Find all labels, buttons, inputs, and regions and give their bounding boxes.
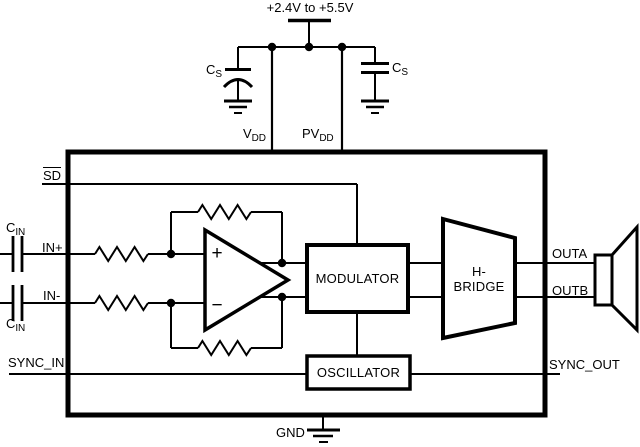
in-plus-pin-label: IN+ [42, 240, 63, 255]
opamp-plus-input-label: + [211, 242, 223, 264]
outb-pin-label: OUTB [552, 283, 589, 298]
oscillator-block [305, 354, 412, 391]
power-supply-rail [238, 18, 375, 155]
ground-symbol-left [224, 99, 252, 114]
modulator-block [305, 243, 410, 314]
feedback-resistor-bottom [197, 339, 252, 357]
bypass-cap-left-symbol [222, 47, 254, 100]
sd-pin-label: SD [43, 167, 62, 183]
bypass-cap-right-symbol [361, 47, 389, 100]
input-resistor-minus [94, 294, 149, 312]
gnd-pin-label: GND [276, 425, 305, 440]
opamp-symbol [203, 226, 292, 334]
in-minus-pin-label: IN- [43, 288, 61, 303]
sync-out-pin-label: SYNC_OUT [549, 357, 620, 372]
input-network-minus [0, 285, 283, 357]
signal-lines [9, 262, 596, 375]
sd-net [42, 183, 358, 247]
input-network-plus [0, 203, 283, 272]
speaker-icon [593, 223, 639, 334]
cin-top-label: CIN [6, 220, 25, 238]
cs-right-label: CS [392, 60, 408, 78]
ground-symbol-bottom [307, 428, 340, 443]
pvdd-pin-label: PVDD [302, 126, 334, 144]
feedback-resistor-top [197, 203, 252, 221]
h-bridge-block [441, 216, 517, 341]
junction-dots [166, 249, 287, 308]
supply-range-label: +2.4V to +5.5V [266, 0, 354, 15]
cs-left-label: CS [206, 62, 222, 80]
h-bridge-block-label: H- BRIDGE [453, 264, 505, 294]
ground-symbol-right [361, 99, 389, 114]
modulator-block-label: MODULATOR [315, 271, 400, 286]
outa-pin-label: OUTA [552, 246, 588, 261]
input-resistor-plus [94, 245, 149, 263]
sync-in-pin-label: SYNC_IN [8, 355, 65, 370]
cin-bottom-label: CIN [6, 316, 25, 334]
oscillator-block-label: OSCILLATOR [316, 365, 401, 380]
opamp-minus-input-label: − [211, 294, 223, 316]
vdd-pin-label: VDD [243, 126, 266, 144]
